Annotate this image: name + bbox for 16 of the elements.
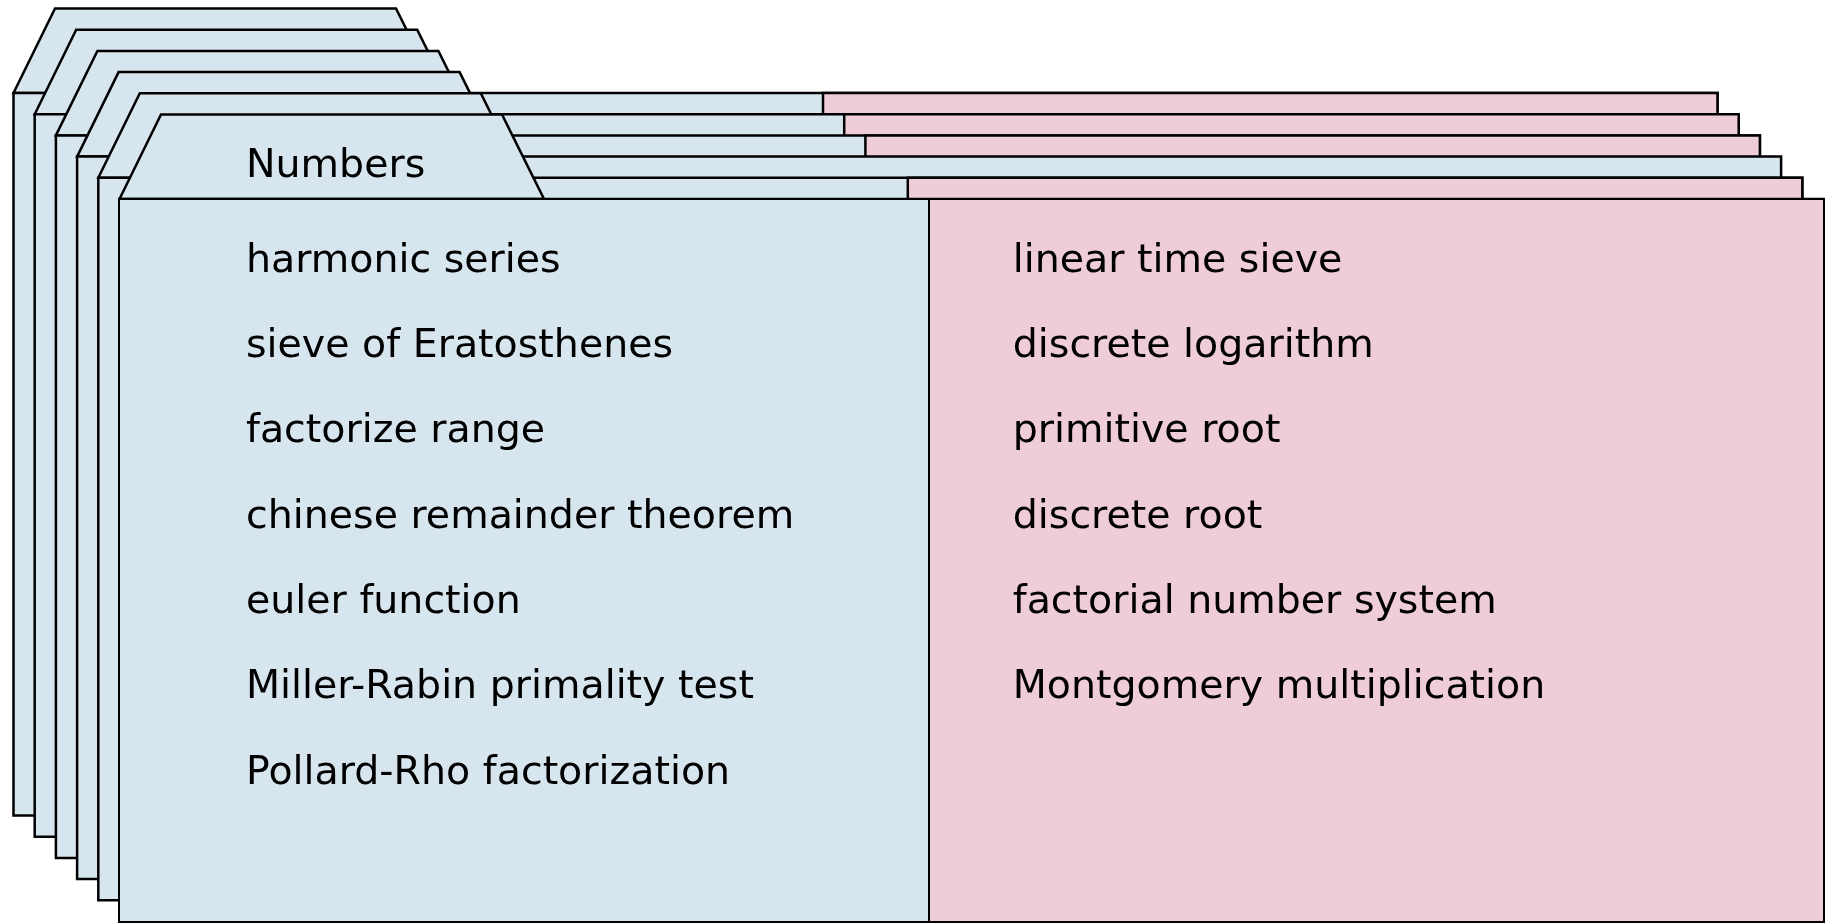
list-item: harmonic series [246, 234, 561, 281]
list-item: Miller-Rabin primality test [246, 661, 754, 708]
list-item: primitive root [1012, 405, 1281, 452]
list-item: chinese remainder theorem [246, 490, 795, 537]
list-item: Pollard-Rho factorization [246, 746, 731, 793]
list-item: Montgomery multiplication [1012, 661, 1546, 708]
list-item: discrete root [1012, 490, 1263, 537]
list-item: factorize range [246, 405, 546, 452]
list-item: factorial number system [1012, 575, 1497, 622]
list-item: discrete logarithm [1012, 320, 1374, 367]
list-item: linear time sieve [1012, 234, 1343, 281]
list-panel [927, 197, 1825, 923]
folder [118, 113, 1825, 923]
tab-label: Numbers [246, 140, 426, 186]
list-item: sieve of Eratosthenes [246, 320, 674, 367]
list-item: euler function [246, 575, 521, 622]
